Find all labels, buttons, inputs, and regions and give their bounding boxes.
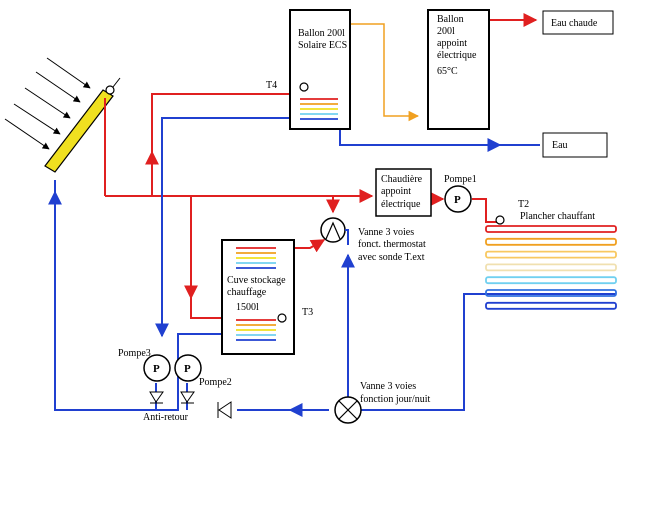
pompe1-p: P bbox=[454, 194, 461, 206]
cuve-label-2: chauffage bbox=[227, 287, 267, 298]
floor-loop-5 bbox=[485, 276, 617, 285]
sensor-t3-label: T3 bbox=[302, 307, 313, 318]
floor-loop-2 bbox=[485, 237, 617, 246]
sun-rays bbox=[4, 57, 91, 150]
floor-loop-7 bbox=[485, 301, 617, 310]
chaudiere-label-1: Chaudière bbox=[381, 174, 423, 185]
ballon-appoint-label-3: appoint bbox=[437, 38, 467, 49]
vanne-jour-nuit-label-1: Vanne 3 voies bbox=[360, 381, 416, 392]
hot-pipes bbox=[104, 13, 538, 319]
pompe3-symbol bbox=[143, 354, 171, 382]
ballon-appoint-label-4: électrique bbox=[437, 50, 477, 61]
cold-pipes bbox=[48, 117, 616, 417]
plancher-label: Plancher chauffant bbox=[520, 211, 595, 222]
sensor-t3 bbox=[277, 313, 287, 323]
ecs-pipe bbox=[350, 23, 420, 122]
pompe1-symbol bbox=[444, 185, 472, 213]
check-valves bbox=[149, 391, 232, 419]
vanne-jour-nuit-label-2: fonction jour/nuit bbox=[360, 394, 430, 405]
sensor-t1 bbox=[105, 85, 115, 95]
sensor-t2 bbox=[495, 215, 505, 225]
sensor-t4 bbox=[299, 82, 309, 92]
vanne-thermostat-label-3: avec sonde T.ext bbox=[358, 252, 425, 263]
vanne-thermostat-label-1: Vanne 3 voies bbox=[358, 227, 414, 238]
ballon-appoint-label-5: 65°C bbox=[437, 66, 458, 77]
ballon-appoint-label-1: Ballon bbox=[437, 14, 464, 25]
pompe2-symbol bbox=[174, 354, 202, 382]
floor-loop-1 bbox=[485, 225, 617, 233]
pompe1-label: Pompe1 bbox=[444, 174, 477, 185]
cuve-label-3: 1500l bbox=[236, 302, 259, 313]
sensor-t4-label: T4 bbox=[266, 80, 277, 91]
floor-loop-4 bbox=[485, 263, 617, 272]
eau-label: Eau bbox=[552, 140, 568, 151]
ballon-solaire-label-1: Ballon 200l bbox=[298, 28, 345, 39]
chaudiere-box bbox=[375, 168, 432, 217]
ballon-solaire-coil bbox=[300, 98, 338, 120]
sensor-t2-label: T2 bbox=[518, 199, 529, 210]
chaudiere-label-3: électrique bbox=[381, 199, 421, 210]
cuve-bottom-coil bbox=[236, 319, 276, 341]
pompe2-label: Pompe2 bbox=[199, 377, 232, 388]
ballon-appoint-tank bbox=[427, 9, 490, 130]
ballon-appoint-label-2: 200l bbox=[437, 26, 455, 37]
pompe3-p: P bbox=[153, 363, 160, 375]
vanne-thermostat-label-2: fonct. thermostat bbox=[358, 239, 426, 250]
plancher-chauffant-loops bbox=[485, 225, 617, 310]
pompe2-p: P bbox=[184, 363, 191, 375]
chaudiere-label-2: appoint bbox=[381, 186, 411, 197]
ballon-solaire-label-2: Solaire ECS bbox=[298, 40, 347, 51]
eau-chaude-box bbox=[542, 10, 614, 35]
cuve-label-1: Cuve stockage bbox=[227, 275, 286, 286]
anti-retour-label: Anti-retour bbox=[143, 412, 189, 423]
cuve-top-coil bbox=[236, 247, 276, 269]
eau-chaude-label: Eau chaude bbox=[551, 18, 598, 29]
eau-box bbox=[542, 132, 608, 158]
floor-loop-3 bbox=[485, 250, 617, 259]
pompe3-label: Pompe3 bbox=[118, 348, 151, 359]
floor-loop-6 bbox=[485, 289, 617, 297]
